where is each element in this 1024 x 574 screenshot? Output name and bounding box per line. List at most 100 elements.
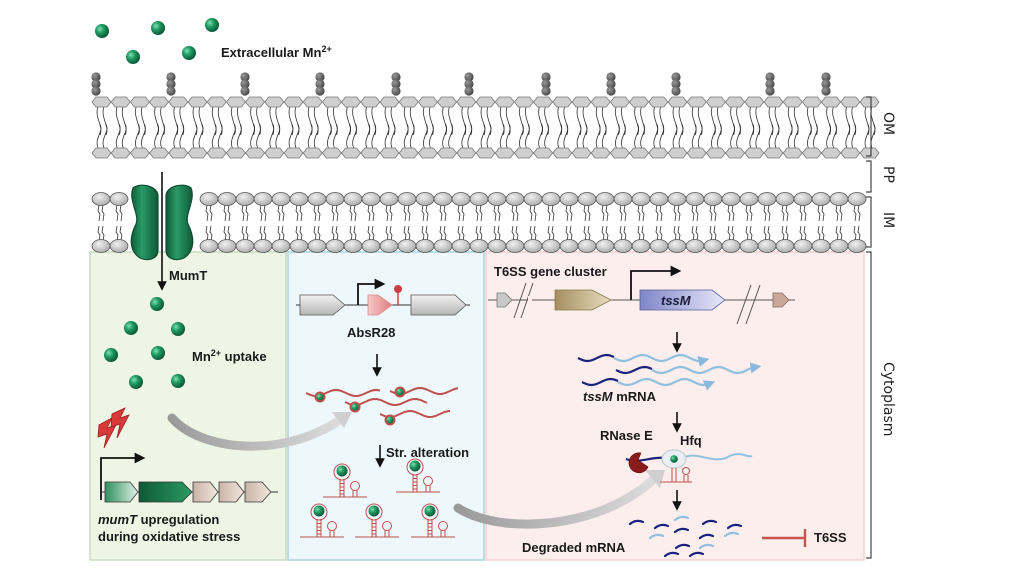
im-lipid-head (109, 192, 129, 206)
im-lipid-head (415, 192, 435, 206)
mn-bound-hairpin (396, 458, 440, 493)
im-lipid-head (541, 239, 561, 253)
oxidative-stress-icon (97, 407, 130, 449)
om-lipid-head (302, 147, 323, 159)
im-lipid-head (721, 239, 741, 253)
lps-sugar (821, 79, 831, 89)
im-lipid-head (235, 192, 255, 206)
om-lipid-head (245, 147, 266, 159)
om-lipid-head (763, 147, 784, 159)
lps-sugar (166, 79, 176, 89)
gene-tssm (639, 289, 726, 311)
om-lipid-head (129, 96, 150, 108)
om-lipid-head (513, 96, 534, 108)
om-lipid-head (341, 147, 362, 159)
lps-sugar (464, 72, 474, 82)
mrna-fragment (723, 531, 740, 538)
om-lipid-head (360, 147, 381, 159)
om-lipid-head (283, 96, 304, 108)
curved-arrow-mn-to-absr28 (167, 413, 345, 451)
im-lipid-head (523, 239, 543, 253)
om-lipid-head (110, 147, 131, 159)
im-lipid-head (667, 239, 687, 253)
compartment-label-pp: PP (880, 166, 896, 183)
im-lipid-head (307, 192, 327, 206)
compartment-label-cytoplasm: Cytoplasm (880, 362, 896, 437)
mn-ion (424, 505, 436, 517)
im-lipid-head (793, 239, 813, 253)
im-lipid-head (433, 239, 453, 253)
im-lipid-head (613, 192, 633, 206)
om-lipid-head (629, 96, 650, 108)
tssm-mrna-label: tssM mRNA (583, 389, 656, 404)
mrna-fragment (674, 543, 691, 550)
im-lipid-head (325, 192, 345, 206)
mrna-fragment (673, 527, 690, 534)
mrna-fragment (628, 519, 645, 526)
om-lipid-head (494, 96, 515, 108)
absr28-mn-hairpins (300, 458, 455, 538)
om-lipid-head (129, 147, 150, 159)
terminator-icon (394, 285, 402, 293)
om-lipid-head (552, 147, 573, 159)
im-lipid-head (361, 239, 381, 253)
im-lipid-head (343, 192, 363, 206)
om-lipid-head (475, 147, 496, 159)
om-lipid-head (782, 96, 803, 108)
om-lipid-head (609, 96, 630, 108)
lps-sugar (671, 79, 681, 89)
lps-sugar (671, 86, 681, 96)
im-lipid-head (217, 192, 237, 206)
mumt-operon (100, 452, 278, 503)
lps-sugar (464, 79, 474, 89)
lps-sugar (315, 86, 325, 96)
mn-ion (150, 297, 164, 311)
om-lipid-head (821, 147, 842, 159)
im-lipid-head (199, 192, 219, 206)
mrna-fragment (726, 523, 743, 530)
im-lipid-head (739, 239, 759, 253)
t6ss-cluster-label: T6SS gene cluster (494, 264, 607, 279)
om-lipid-head (590, 147, 611, 159)
lps-sugar (541, 72, 551, 82)
im-lipid-head (487, 239, 507, 253)
om-lipid-head (513, 147, 534, 159)
om-lipid-head (379, 147, 400, 159)
im-lipid-head (559, 192, 579, 206)
om-lipid-head (705, 147, 726, 159)
im-lipid-head (343, 239, 363, 253)
lps-sugar (541, 86, 551, 96)
im-lipid-head (361, 192, 381, 206)
lps-sugar (821, 72, 831, 82)
im-lipid-head (847, 239, 867, 253)
im-lipid-head (325, 239, 345, 253)
im-lipid-head (703, 192, 723, 206)
om-lipid-head (859, 96, 880, 108)
mrna-fragment (673, 515, 690, 522)
om-lipid-head (840, 147, 861, 159)
im-lipid-head (271, 239, 291, 253)
inner-membrane (91, 192, 867, 253)
lps-sugar (91, 86, 101, 96)
lps-sugar (606, 86, 616, 96)
om-lipid-head (456, 96, 477, 108)
lps-sugar (240, 86, 250, 96)
mrna-fragment (698, 533, 715, 540)
im-lipid-head (451, 192, 471, 206)
im-lipid-head (829, 239, 849, 253)
om-lipid-head (725, 147, 746, 159)
om-lipid-head (456, 147, 477, 159)
im-lipid-head (613, 239, 633, 253)
mrna-fragment (663, 551, 680, 558)
im-lipid-head (811, 192, 831, 206)
om-lipid-head (149, 96, 170, 108)
mn-ion (349, 401, 361, 413)
om-lipid-head (667, 96, 688, 108)
im-lipid-head (271, 192, 291, 206)
om-lipid-head (225, 147, 246, 159)
mn-bound-hairpin (411, 503, 455, 538)
lps-sugar (91, 72, 101, 82)
om-lipid-head (283, 147, 304, 159)
mn-ion (182, 46, 196, 60)
compartment-brackets (866, 96, 872, 559)
